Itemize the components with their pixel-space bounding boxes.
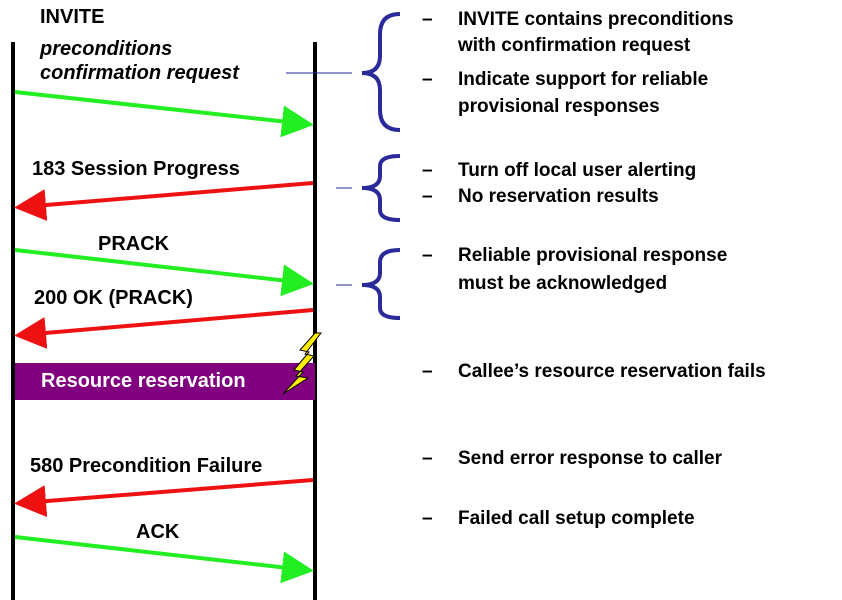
note-reliable-provisional-cont: must be acknowledged <box>458 273 668 294</box>
ack-label: ACK <box>136 521 180 543</box>
brace-invite <box>361 12 401 132</box>
precondition-failure-label: 580 Precondition Failure <box>30 455 263 477</box>
note-reliable-provisional: –Reliable provisional response <box>422 245 728 266</box>
invite-preconditions-label: preconditions <box>40 38 173 60</box>
note-send-error: –Send error response to caller <box>422 448 722 469</box>
brace-prack <box>361 248 401 320</box>
session-progress-label: 183 Session Progress <box>32 158 240 180</box>
ok-prack-arrow <box>14 308 314 349</box>
precondition-failure-arrow <box>14 478 314 518</box>
session-progress-arrow <box>14 181 314 221</box>
note-reliable-support: –Indicate support for reliable <box>422 69 709 90</box>
ack-arrow <box>14 535 314 584</box>
ok-prack-label: 200 OK (PRACK) <box>34 287 193 309</box>
note-turn-off-alerting: –Turn off local user alerting <box>422 160 697 181</box>
prack-arrow <box>14 248 314 297</box>
note-invite-preconditions-cont: with confirmation request <box>458 35 691 56</box>
note-failed-setup: –Failed call setup complete <box>422 508 695 529</box>
invite-arrow <box>14 90 314 138</box>
invite-label: INVITE <box>40 6 105 28</box>
note-no-reservation-results: –No reservation results <box>422 186 659 207</box>
callee-lifeline <box>313 42 317 600</box>
caller-lifeline <box>11 42 15 600</box>
note-invite-preconditions: –INVITE contains preconditions <box>422 9 734 30</box>
prack-label: PRACK <box>98 233 170 255</box>
note-reliable-support-cont: provisional responses <box>458 96 660 117</box>
note-reservation-fails: –Callee’s resource reservation fails <box>422 361 766 382</box>
brace-session-progress <box>361 154 401 222</box>
resource-reservation-bar: Resource reservation <box>15 363 315 400</box>
invite-confirmation-label: confirmation request <box>40 62 239 84</box>
